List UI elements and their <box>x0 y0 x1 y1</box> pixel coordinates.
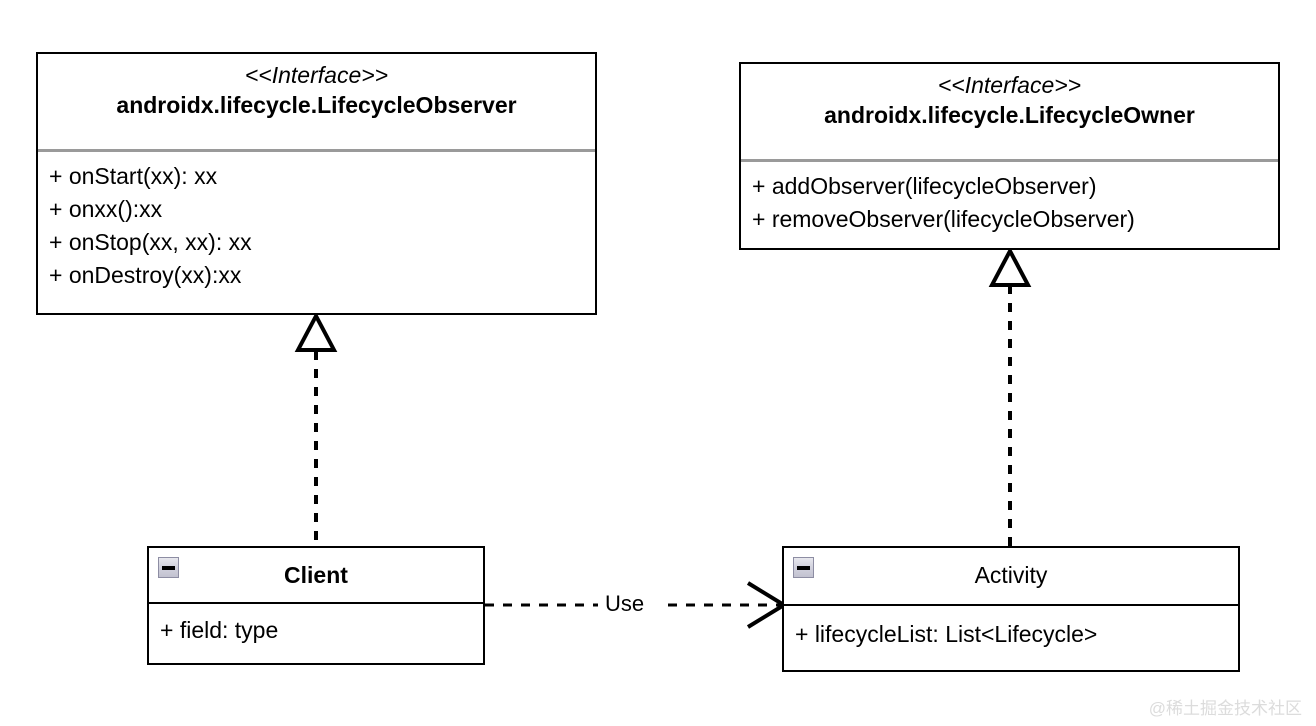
member-row: + field: type <box>160 617 279 643</box>
edge-client-realizes-observer <box>294 311 338 546</box>
stereotype-label: <<Interface>> <box>244 62 389 88</box>
hollow-triangle-icon <box>294 311 338 352</box>
class-name-label: androidx.lifecycle.LifecycleOwner <box>824 102 1195 128</box>
class-node-client[interactable]: Client + field: type <box>147 546 485 665</box>
class-name-label: androidx.lifecycle.LifecycleObserver <box>116 92 517 118</box>
minus-glyph <box>797 565 810 570</box>
member-row: + onDestroy(xx):xx <box>49 262 242 288</box>
member-row: + onStart(xx): xx <box>49 163 218 189</box>
class-node-activity[interactable]: Activity + lifecycleList: List<Lifecycle… <box>782 546 1240 672</box>
class-node-members: + onStart(xx): xx + onxx():xx + onStop(x… <box>38 152 595 313</box>
class-node-header: Activity <box>784 548 1238 606</box>
edge-activity-realizes-owner <box>988 246 1032 546</box>
class-name-label: Activity <box>974 562 1048 588</box>
member-row: + onStop(xx, xx): xx <box>49 229 252 255</box>
class-node-header: <<Interface>> androidx.lifecycle.Lifecyc… <box>741 64 1278 162</box>
minus-icon[interactable] <box>158 557 179 578</box>
edge-label-use: Use <box>602 593 648 615</box>
minus-glyph <box>162 565 175 570</box>
class-node-members: + field: type <box>149 604 483 663</box>
class-node-header: Client <box>149 548 483 604</box>
minus-icon[interactable] <box>793 557 814 578</box>
open-arrow-icon <box>746 581 788 629</box>
class-node-lifecycle-observer[interactable]: <<Interface>> androidx.lifecycle.Lifecyc… <box>36 52 597 315</box>
member-row: + addObserver(lifecycleObserver) <box>752 173 1097 199</box>
class-node-lifecycle-owner[interactable]: <<Interface>> androidx.lifecycle.Lifecyc… <box>739 62 1280 250</box>
class-node-header: <<Interface>> androidx.lifecycle.Lifecyc… <box>38 54 595 152</box>
class-name-label: Client <box>284 562 348 588</box>
class-node-members: + addObserver(lifecycleObserver) + remov… <box>741 162 1278 248</box>
member-row: + removeObserver(lifecycleObserver) <box>752 206 1135 232</box>
watermark-text: @稀土掘金技术社区 <box>1148 699 1302 718</box>
class-node-members: + lifecycleList: List<Lifecycle> <box>784 606 1238 670</box>
stereotype-label: <<Interface>> <box>937 72 1082 98</box>
member-row: + onxx():xx <box>49 196 163 222</box>
hollow-triangle-icon <box>988 246 1032 287</box>
member-row: + lifecycleList: List<Lifecycle> <box>795 621 1098 647</box>
